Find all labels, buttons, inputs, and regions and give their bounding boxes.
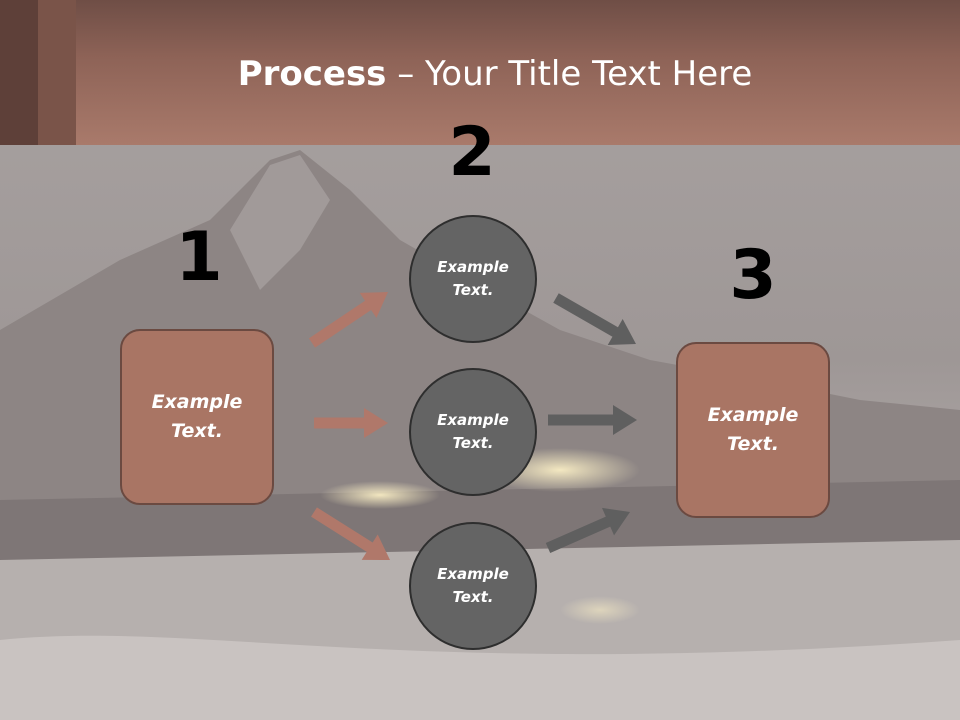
start-box-text: Example Text.	[151, 391, 243, 442]
arrow-to-top-circle	[308, 292, 389, 348]
slide-title: Process – Your Title Text Here	[0, 52, 960, 96]
end-box-text: Example Text.	[707, 404, 799, 455]
circle-top-text: Example Text.	[437, 258, 509, 299]
arrow-to-middle-circle	[314, 408, 388, 438]
title-bold: Process	[237, 54, 387, 94]
circle-middle[interactable]: Example Text.	[409, 368, 537, 496]
arrow-to-bottom-circle	[311, 507, 390, 560]
circle-bottom[interactable]: Example Text.	[409, 522, 537, 650]
step-number-3: 3	[729, 236, 777, 315]
title-bar-accent-light	[38, 0, 76, 145]
circle-middle-text: Example Text.	[437, 411, 509, 452]
circle-top[interactable]: Example Text.	[409, 215, 537, 343]
arrow-middle-to-end	[548, 405, 637, 435]
title-bar-accent-dark	[0, 0, 38, 145]
mountain-snow	[230, 155, 330, 290]
title-bar	[0, 0, 960, 145]
start-box[interactable]: Example Text.	[120, 329, 274, 505]
beach	[0, 635, 960, 720]
arrow-top-to-end	[553, 293, 636, 346]
arrow-bottom-to-end	[545, 507, 630, 554]
title-rest: – Your Title Text Here	[386, 54, 753, 94]
light-reflection	[560, 596, 640, 624]
step-number-2: 2	[448, 113, 496, 192]
end-box[interactable]: Example Text.	[676, 342, 830, 518]
town-lights-left	[320, 481, 440, 509]
circle-bottom-text: Example Text.	[437, 565, 509, 606]
step-number-1: 1	[175, 218, 223, 297]
